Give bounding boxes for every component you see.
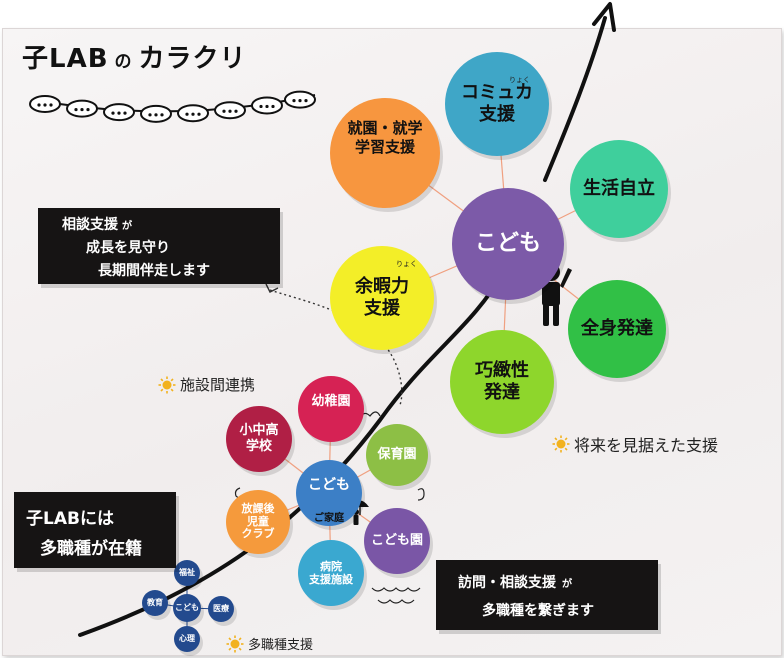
node-schools: 小中高 学校 (226, 406, 292, 472)
bunting-dot (160, 113, 164, 117)
bunting-dot (197, 112, 201, 116)
big-center-node: こども (452, 188, 564, 300)
node-hospital: 病院 支援施設 (298, 540, 364, 606)
label-afterschool: 放課後 児童 クラブ (241, 502, 275, 541)
label-kindergarten: 幼稚園 (311, 393, 351, 409)
banner-consult: 相談支援が 成長を見守り 長期間伴走します (38, 208, 280, 284)
growth-arrow-top (543, 16, 607, 182)
sun-icon (158, 376, 176, 394)
mini-node-education: 教育 (142, 590, 168, 616)
banner-staff-line2: 多職種が在籍 (40, 539, 142, 559)
note-facility: 施設間連携 (158, 374, 255, 395)
banner-consult-line1b: が (122, 221, 133, 232)
banner-visit-line1a: 訪問・相談支援 (458, 575, 556, 591)
label-nursery: 保育園 (377, 446, 417, 462)
node-afterschool: 放課後 児童 クラブ (226, 490, 290, 554)
bunting-dot (154, 113, 158, 117)
banner-visit-line1b: が (562, 579, 573, 590)
small-center-text: こども ご家庭 (308, 461, 350, 525)
bunting-dot (111, 111, 115, 115)
bunting-dot (117, 111, 121, 115)
mini-node-medical: 医療 (208, 596, 234, 622)
bunting-dot (228, 109, 232, 113)
banner-visit-line2: 多職種を繋ぎます (482, 603, 594, 619)
mini-label-education: 教育 (147, 598, 163, 607)
ruby-leisure: りょく (396, 260, 417, 268)
label-kodomoen: こども園 (370, 532, 423, 548)
bunting-decoration (29, 90, 316, 123)
mini-node-welfare: 福祉 (174, 560, 200, 586)
bunting-dot (265, 104, 269, 109)
node-communication: りょく コミュカ 支援 (445, 52, 549, 156)
bunting-dot (148, 113, 152, 117)
bunting-dot (185, 112, 189, 116)
big-center-label: こども (474, 231, 541, 257)
bunting-dot (191, 112, 195, 116)
bunting-dot (37, 103, 41, 107)
bunting-dot (298, 99, 302, 103)
bunting-dot (222, 109, 226, 113)
small-center-sublabel: ご家庭 (313, 513, 345, 525)
node-kodomoen: こども園 (364, 508, 430, 574)
banner-consult-line2: 成長を見守り (86, 240, 170, 256)
bunting-dot (74, 107, 78, 112)
title-tail: カラクリ (138, 44, 247, 74)
label-schools: 小中高 学校 (239, 422, 279, 454)
note-future: 将来を見据えた支援 (552, 432, 718, 456)
note-facility-text: 施設間連携 (180, 376, 256, 394)
note-multi-text: 多職種支援 (248, 638, 314, 653)
mini-label-welfare: 福祉 (179, 568, 195, 577)
label-independence: 生活自立 (583, 177, 655, 199)
node-dexterity: 巧緻性 発達 (450, 330, 554, 434)
bunting-dot (86, 107, 90, 112)
small-center-label: こども (308, 476, 350, 493)
label-dexterity: 巧緻性 発達 (475, 359, 529, 404)
bunting-dot (292, 99, 296, 103)
bunting-dot (80, 107, 84, 112)
mini-node-psychology: 心理 (174, 626, 200, 652)
banner-consult-line3: 長期間伴走します (98, 263, 210, 279)
growth-arrow-head (592, 2, 616, 32)
label-leisure: 余暇力 支援 (355, 275, 409, 320)
banner-consult-line1a: 相談支援 (62, 217, 118, 233)
mini-label-psychology: 心理 (179, 634, 195, 643)
node-independence: 生活自立 (570, 140, 668, 238)
node-nursery: 保育園 (366, 424, 428, 486)
note-future-text: 将来を見据えた支援 (574, 436, 719, 455)
mini-center-node: こども (173, 594, 201, 622)
ruby-communication: りょく (509, 76, 530, 84)
bunting-dot (43, 103, 47, 107)
node-whole-body: 全身発達 (568, 280, 666, 378)
bunting-dot (49, 103, 53, 107)
node-kindergarten: 幼稚園 (298, 376, 364, 442)
node-leisure: りょく 余暇力 支援 (330, 246, 434, 350)
growth-arrow (78, 268, 507, 637)
note-multi: 多職種支援 (226, 634, 313, 653)
bunting-dot (123, 111, 127, 115)
banner-staff-line1: 子LABには (26, 509, 114, 529)
banner-consult-line1: 相談支援が (62, 214, 132, 234)
title-main: 子LAB (22, 44, 109, 74)
mini-label-medical: 医療 (213, 604, 229, 613)
dotted-link-head (265, 283, 279, 293)
bunting-dot (259, 104, 263, 109)
mini-center-label: こども (175, 603, 199, 612)
label-school: 就園・就学 学習支援 (347, 119, 423, 156)
label-hospital: 病院 支援施設 (309, 559, 353, 586)
node-school: 就園・就学 学習支援 (330, 98, 440, 208)
sun-icon (552, 435, 570, 453)
banner-staff: 子LABには 多職種が在籍 (14, 492, 176, 568)
banner-visit-line1: 訪問・相談支援が (458, 572, 572, 592)
label-whole-body: 全身発達 (581, 317, 653, 339)
label-communication: コミュカ 支援 (461, 81, 533, 126)
sun-icon (226, 635, 244, 653)
banner-visit: 訪問・相談支援が 多職種を繋ぎます (436, 560, 658, 630)
small-center-node: こども ご家庭 (296, 460, 362, 526)
bunting-dot (271, 104, 275, 109)
bunting-dot (304, 99, 308, 103)
bunting-dot (234, 109, 238, 113)
title-particle: の (114, 52, 133, 72)
